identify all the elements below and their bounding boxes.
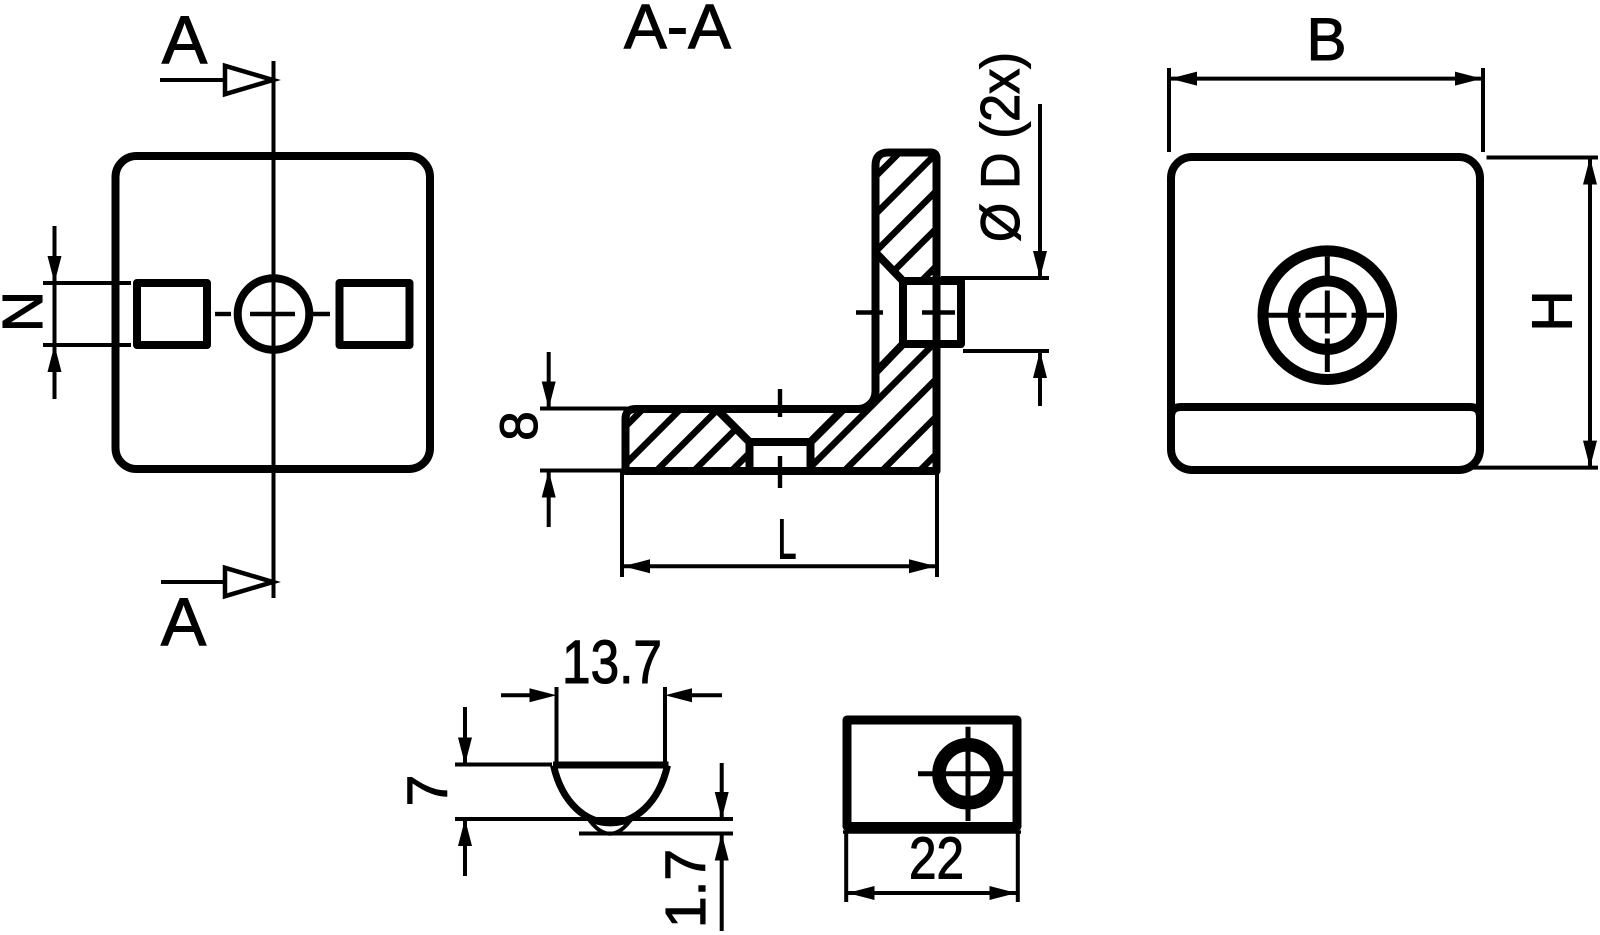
svg-text:7: 7	[396, 775, 460, 807]
svg-text:A: A	[162, 2, 208, 78]
svg-text:N: N	[0, 291, 55, 332]
svg-text:A-A: A-A	[624, 0, 731, 62]
svg-text:Ø D (2x): Ø D (2x)	[969, 52, 1031, 242]
svg-text:1.7: 1.7	[654, 849, 718, 928]
svg-text:13.7: 13.7	[562, 628, 662, 696]
svg-text:L: L	[778, 508, 797, 572]
svg-text:8: 8	[490, 411, 549, 440]
svg-text:A: A	[161, 584, 207, 660]
svg-text:22: 22	[909, 826, 964, 892]
svg-text:H: H	[1521, 290, 1585, 331]
svg-text:B: B	[1306, 6, 1346, 73]
